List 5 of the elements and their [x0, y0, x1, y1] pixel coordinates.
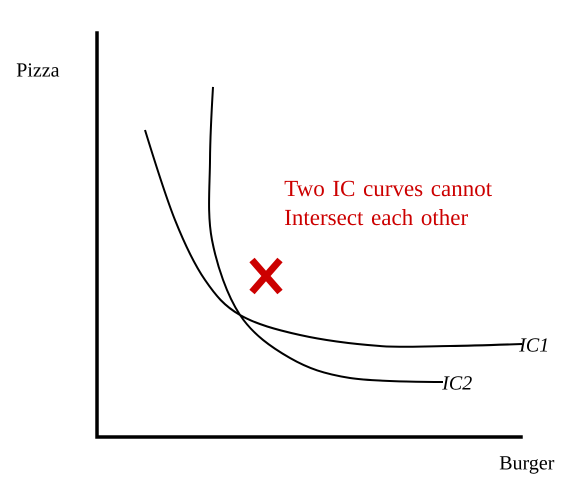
axis-label: Pizza [16, 63, 60, 77]
note-text: Two IC curves cannot Intersect each other [284, 180, 492, 226]
curve-label: IC2 [442, 376, 472, 390]
curve-label: IC1 [519, 338, 548, 352]
axis-label: Burger [500, 456, 554, 474]
